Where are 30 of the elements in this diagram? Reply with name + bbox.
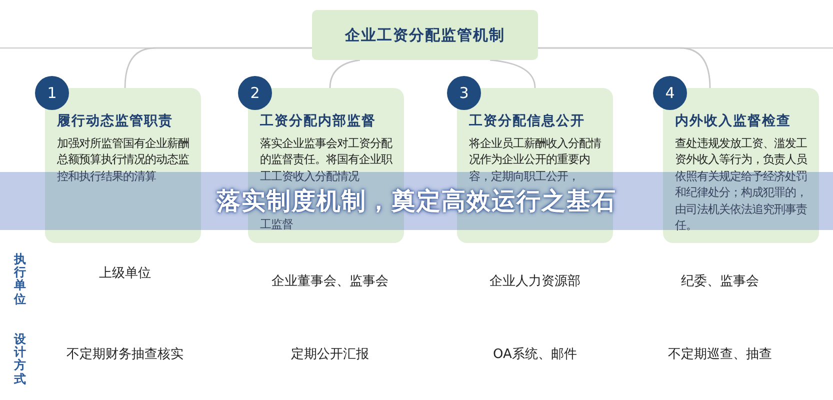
banner-title: 落实制度机制，奠定高效运行之基石 [216, 186, 616, 217]
step-number: 2 [238, 76, 272, 110]
table-cell-text: 不定期巡查、抽查 [667, 347, 773, 364]
row-header: 设计方式 [14, 333, 26, 386]
table-cell-text: 不定期财务抽查核实 [66, 347, 184, 364]
connector-line [124, 47, 312, 88]
step-description: 落实企业监事会对工资分配的监督责任。将国有企业职工工资收入分配情况 [260, 136, 392, 185]
step-heading: 内外收入监督检查 [675, 112, 792, 130]
table-cell-text: 企业人力资源部 [488, 274, 582, 291]
step-number: 3 [447, 76, 481, 110]
title-box [312, 10, 538, 60]
table-cell-text: 企业董事会、监事会 [270, 274, 390, 291]
title-text: 企业工资分配监管机制 [345, 26, 505, 44]
connector-line [490, 59, 536, 88]
step-heading: 工资分配信息公开 [469, 112, 586, 130]
connector-line [538, 47, 711, 88]
connector-line [329, 59, 360, 88]
step-number: 1 [35, 76, 69, 110]
table-cell-text: 纪委、监事会 [680, 274, 760, 291]
table-cell-text: 定期公开汇报 [290, 347, 370, 364]
step-number: 4 [653, 76, 687, 110]
step-description: 将企业员工薪酬收入分配情况作为企业公开的重要内容，定期向职工公开， [469, 136, 601, 185]
step-description: 加强对所监管国有企业薪酬总额预算执行情况的动态监控和执行结果的清算 [57, 136, 189, 185]
table-cell-text: 上级单位 [98, 266, 152, 283]
step-heading: 履行动态监管职责 [57, 112, 174, 130]
step-heading: 工资分配内部监督 [260, 112, 377, 130]
row-header: 执行单位 [14, 253, 26, 306]
step-description: 查处违规发放工资、滥发工资外收入等行为，负责人员依照有关规定给予经济处罚和纪律处分；构成犯罪的，由司法机关依法追究刑事责任。 [675, 136, 807, 234]
table-cell-text: OA系统、邮件 [492, 347, 578, 364]
step-description: 工监督 [260, 216, 294, 233]
